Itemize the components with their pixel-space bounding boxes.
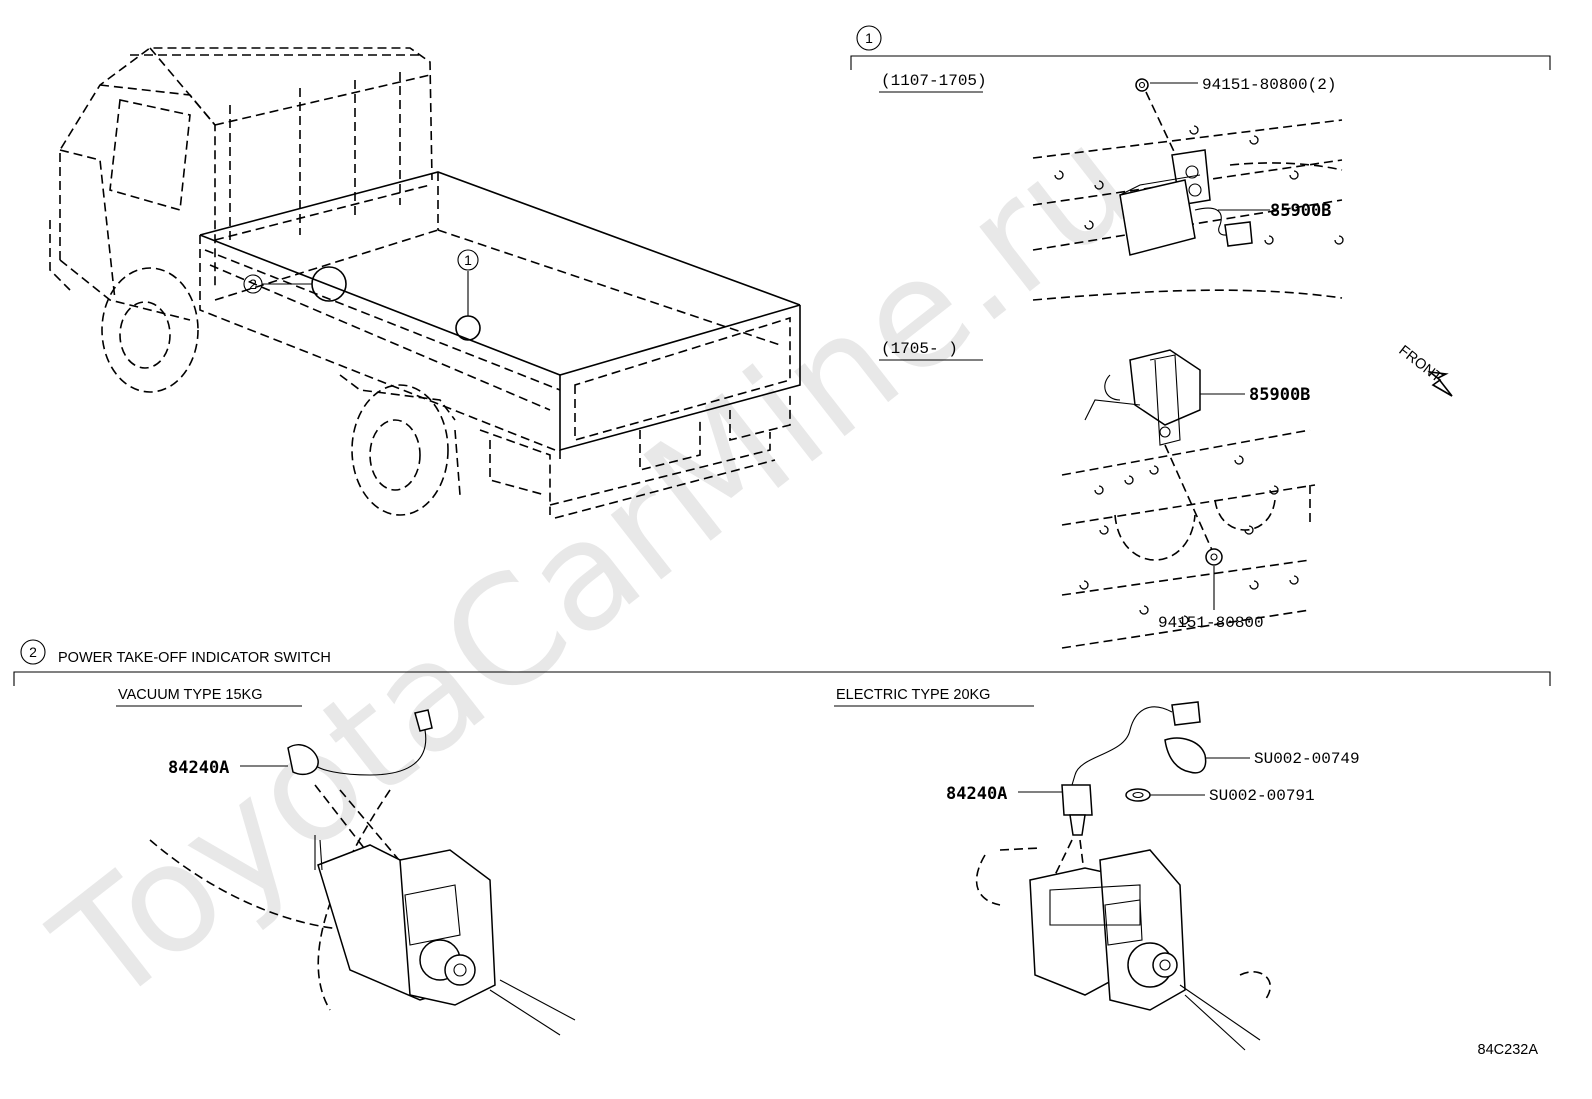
section-2-title: POWER TAKE-OFF INDICATOR SWITCH	[58, 650, 331, 666]
section-1-bracket	[850, 55, 1551, 70]
nut-part-a: 94151-80800(2)	[1202, 76, 1336, 94]
figure-code: 84C232A	[1478, 1042, 1539, 1058]
electric-type-label: ELECTRIC TYPE 20KG	[836, 687, 990, 703]
vacuum-part: 84240A	[168, 758, 229, 778]
section-2: 2 POWER TAKE-OFF INDICATOR SWITCH VACUUM…	[13, 639, 1551, 1051]
location-circle-2	[311, 266, 347, 302]
watermark: ToyotaCarMine.ru	[24, 94, 1165, 1038]
front-label: FRONT	[1396, 343, 1445, 386]
section-1-marker: 1	[865, 30, 873, 46]
section-1: 1 (1107-1705) 94151-80800(2) 8590	[850, 25, 1551, 649]
truck-callout-1: 1	[464, 252, 472, 268]
section-2-marker: 2	[29, 644, 37, 660]
range-label-b: (1705- )	[881, 340, 958, 358]
electric-part-c: SU002-00791	[1209, 787, 1315, 805]
location-circle-1	[455, 315, 481, 341]
electric-part-b: SU002-00749	[1254, 750, 1360, 768]
truck-illustration: 2 1	[49, 47, 801, 519]
section-2-bracket	[13, 671, 1551, 686]
nut-part-b: 94151-80800	[1158, 614, 1264, 632]
front-arrow-icon	[1427, 370, 1453, 397]
range-label-a: (1107-1705)	[881, 72, 987, 90]
switch-part-a: 85900B	[1270, 201, 1331, 221]
vacuum-type-label: VACUUM TYPE 15KG	[118, 687, 263, 703]
switch-part-b: 85900B	[1249, 385, 1310, 405]
truck-callout-2: 2	[249, 276, 257, 292]
electric-part: 84240A	[946, 784, 1007, 804]
